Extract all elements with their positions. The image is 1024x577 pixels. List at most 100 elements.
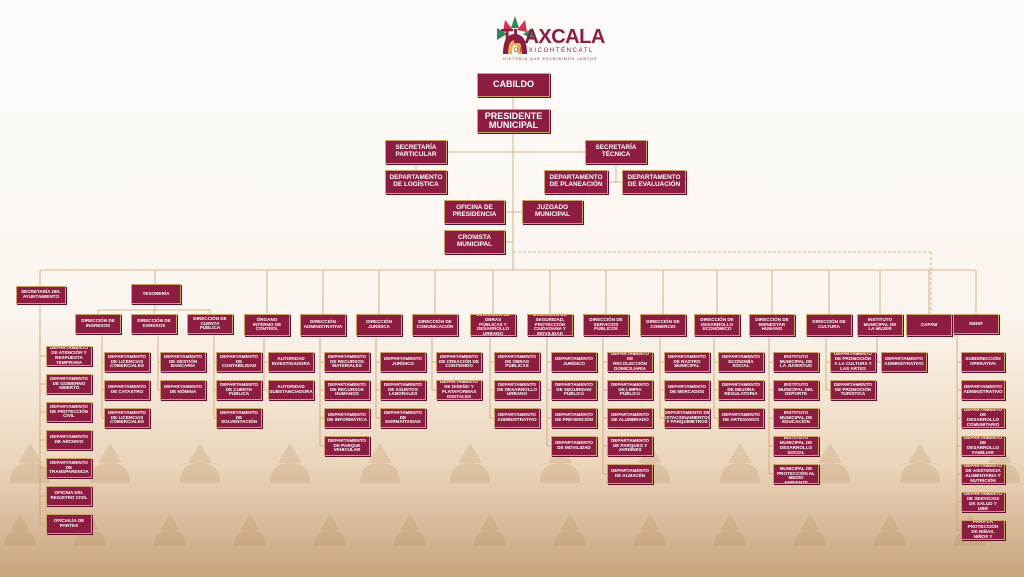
departamento-box: DEPARTAMENTO JURÍDICO <box>380 352 426 372</box>
direccion-box: CAPAM <box>906 314 952 336</box>
tesoreria-direccion-box: DIRECCIÓN DE CUENTA PÚBLICA <box>187 314 233 334</box>
decorative-motif <box>394 514 426 546</box>
departamento-box: DEPARTAMENTO DE ARTESANOS <box>718 408 764 428</box>
decorative-motif <box>634 514 666 546</box>
tesoreria-dept-box: DEPARTAMENTO DE LICENCIAS COMERCIALES <box>104 352 150 372</box>
departamento-box: DEPARTAMENTO DE PARQUE VEHICULAR <box>324 436 370 456</box>
oficina-presidencia-box: OFICINA DE PRESIDENCIA <box>444 200 505 224</box>
smdif-child-box: DEPARTAMENTO ADMINISTRATIVO <box>961 380 1005 400</box>
direccion-box: DIRECCIÓN ADMINISTRATIVA <box>300 314 346 336</box>
decorative-motif <box>810 443 850 483</box>
direccion-box: DIRECCIÓN JURÍDICA <box>356 314 402 336</box>
direccion-box: DIRECCIÓN DE COMERCIO <box>640 314 686 336</box>
departamento-box: DEPARTAMENTO DE ASUNTOS LABORALES <box>380 380 426 400</box>
presidente-box: PRESIDENTE MUNICIPAL <box>477 109 550 133</box>
direccion-box: DIRECCIÓN DE OBRAS PÚBLICAS Y DESARROLLO… <box>470 314 516 336</box>
departamento-box: DEPARTAMENTO DE ALUMBRADO <box>607 408 653 428</box>
secretaria-particular-box: SECRETARÍA PARTICULAR <box>385 140 447 164</box>
smdif-child-box: SUBDIRECCIÓN OPERATIVA <box>961 352 1005 372</box>
decorative-motif <box>234 514 266 546</box>
smdif-child-box: DEPARTAMENTO DE SERVICIOS DE SALUD Y UBR <box>961 492 1005 512</box>
brand-subtitle: DE XICOHTÉNCATL <box>514 48 594 54</box>
secretaria-child-box: OFICIALÍA DE PARTES <box>46 514 92 534</box>
departamento-box: DEPARTAMENTO DE ALMACÉN <box>607 464 653 484</box>
departamento-box: DEPARTAMENTO DE OBRAS PÚBLICAS <box>494 352 540 372</box>
departamento-box: DEPARTAMENTO DE MEJORA REGULATORIA <box>718 380 764 400</box>
departamento-box: INSTITUTO MUNICIPAL DE EDUCACIÓN <box>773 408 819 428</box>
departamento-box: DEPARTAMENTO ADMINISTRATIVO <box>881 352 927 372</box>
departamento-box: DEPARTAMENTO DE MERCADOS <box>664 380 710 400</box>
direccion-box: DIRECCIÓN DE BIENESTAR HUMANO <box>749 314 795 336</box>
decorative-motif <box>90 443 130 483</box>
departamento-box: DEPARTAMENTO DE INFORMÁTICA <box>324 408 370 428</box>
departamento-box: DEPARTAMENTO DE RECURSOS MATERIALES <box>324 352 370 372</box>
tesoreria-dept-box: DEPARTAMENTO DE CATASTRO <box>104 380 150 400</box>
departamento-box: DEPARTAMENTO DE RECURSOS HUMANOS <box>324 380 370 400</box>
departamento-box: DEPARTAMENTO DE NORMATIVIDAD <box>380 408 426 428</box>
departamento-logistica-box: DEPARTAMENTO DE LOGÍSTICA <box>385 170 447 194</box>
smdif-child-box: DEPARTAMENTO DE ASISTENCIA ALIMENTARIA Y… <box>961 464 1005 484</box>
departamento-planeacion-box: DEPARTAMENTO DE PLANEACIÓN <box>544 170 608 194</box>
tesoreria-dept-box: DEPARTAMENTO DE GESTIÓN BANCARIA <box>160 352 206 372</box>
departamento-box: UNIDAD MUNICIPAL DE PROTECCIÓN AL MEDIO … <box>773 464 819 484</box>
tesoreria-dept-box: DEPARTAMENTO DE NÓMINA <box>160 380 206 400</box>
secretaria-tecnica-box: SECRETARÍA TÉCNICA <box>585 140 647 164</box>
smdif-child-box: DEPARTAMENTO DE DESARROLLO FAMILIAR <box>961 436 1005 456</box>
departamento-box: DEPARTAMENTO DE RECOLECCIÓN DOMICILIARIA <box>607 352 653 372</box>
decorative-motif <box>794 514 826 546</box>
departamento-box: DEPARTAMENTO DE PARQUES Y JARDINES <box>607 436 653 456</box>
departamento-box: DEPARTAMENTO DE PROMOCIÓN TURÍSTICA <box>830 380 876 400</box>
decorative-motif <box>540 443 580 483</box>
departamento-box: DEPARTAMENTO ECONOMÍA SOCIAL <box>718 352 764 372</box>
direccion-box: DIRECCIÓN DE SERVICIOS PÚBLICOS <box>583 314 629 336</box>
departamento-box: AUTORIDAD SUBSTANCIADORA <box>268 380 314 400</box>
departamento-box: DEPARTAMENTO DE SEGURIDAD PÚBLICA <box>551 380 597 400</box>
secretaria-child-box: DEPARTAMENTO DE ARCHIVO <box>46 430 92 450</box>
tesoreria-dept-box: DEPARTAMENTO DE CONTABILIDAD <box>216 352 262 372</box>
decorative-motif <box>720 443 760 483</box>
secretaria-child-box: DEPARTAMENTO DE PROTECCIÓN CIVIL <box>46 402 92 422</box>
secretaria-child-box: DEPARTAMENTO DE ATENCIÓN Y RESPUESTA TEM… <box>46 346 92 366</box>
tesoreria-dept-box: DEPARTAMENTO DE CUENTA PÚBLICA <box>216 380 262 400</box>
departamento-box: DEPARTAMENTO DE LIMPIA PÚBLICA <box>607 380 653 400</box>
departamento-evaluacion-box: DEPARTAMENTO DE EVALUACIÓN <box>622 170 686 194</box>
secretaria-child-box: OFICINA DEL REGISTRO CIVIL <box>46 486 92 506</box>
departamento-box: DEPARTAMENTO ADMINISTRATIVO <box>494 408 540 428</box>
direccion-box: ÓRGANO INTERNO DE CONTROL <box>244 314 290 336</box>
direccion-box: DIRECCIÓN DE DESARROLLO ECONÓMICO <box>694 314 740 336</box>
tesoreria-box: TESORERÍA <box>131 284 181 304</box>
tesoreria-direccion-box: DIRECCIÓN DE EGRESOS <box>131 314 177 334</box>
departamento-box: INSTITUTO MUNICIPAL DE LA JUVENTUD <box>773 352 819 372</box>
tlaxcala-logo-icon <box>497 16 533 54</box>
secretaria-ayuntamiento-box: SECRETARÍA DEL AYUNTAMIENTO <box>16 286 66 304</box>
decorative-motif <box>314 514 346 546</box>
decorative-motif <box>714 514 746 546</box>
departamento-box: DEPARTAMENTO DE DISEÑO Y PLATAFORMAS DIG… <box>436 380 482 400</box>
departamento-box: DEPARTAMENTO JURÍDICO <box>551 352 597 372</box>
decorative-motif <box>900 443 940 483</box>
decorative-motif <box>450 443 490 483</box>
decorative-motif <box>360 443 400 483</box>
departamento-box: INSTITUTO MUNICIPAL DEL DEPORTE <box>773 380 819 400</box>
decorative-motif <box>474 514 506 546</box>
departamento-box: AUTORIDAD INVESTIGADORA <box>268 352 314 372</box>
direccion-box: DIRECCIÓN DE CULTURA <box>806 314 852 336</box>
departamento-box: INSTITUTO MUNICIPAL DE DESARROLLO SOCIAL <box>773 436 819 456</box>
direccion-box: DIRECCIÓN DE COMUNICACIÓN <box>412 314 458 336</box>
brand-tagline: HISTORIA QUE ESCRIBIMOS JUNTOS <box>503 57 598 61</box>
tesoreria-dept-box: DEPARTAMENTO DE SOLVENTACIÓN <box>216 408 262 428</box>
cronista-municipal-box: CRONISTA MUNICIPAL <box>444 230 505 254</box>
direccion-box: INSTITUTO MUNICIPAL DE LA MUJER <box>857 314 903 336</box>
departamento-box: DEPARTAMENTO DE ESTACIONAMIENTOS Y PARQU… <box>664 408 710 428</box>
departamento-box: DEPARTAMENTO DE PROMOCIÓN A LA CULTURA Y… <box>830 352 876 372</box>
decorative-motif <box>874 514 906 546</box>
decorative-motif <box>154 514 186 546</box>
tesoreria-direccion-box: DIRECCIÓN DE INGRESOS <box>75 314 121 334</box>
departamento-box: DEPARTAMENTO DE PREVENCIÓN <box>551 408 597 428</box>
decorative-motif <box>180 443 220 483</box>
smdif-box: SMDIF <box>953 314 999 334</box>
tesoreria-dept-box: DEPARTAMENTO DE LICENCIAS COMERCIALES <box>104 408 150 428</box>
juzgado-municipal-box: JUZGADO MUNICIPAL <box>522 200 583 224</box>
decorative-motif <box>270 443 310 483</box>
